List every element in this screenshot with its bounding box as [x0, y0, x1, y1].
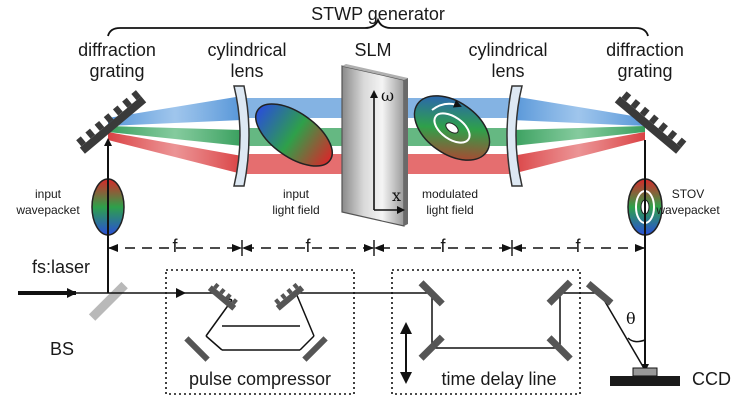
cyl-lens-left: [233, 85, 250, 187]
focal-label-1: f: [172, 236, 178, 256]
bs-label: BS: [50, 339, 74, 359]
theta-arc: [627, 337, 646, 343]
focal-dimension-arrows: [108, 244, 645, 252]
cyl-lens-right: [506, 85, 523, 187]
cyl-lens-right-label-line2: lens: [491, 61, 524, 81]
stwp-generator-bracket: [107, 17, 649, 37]
slm-label: SLM: [354, 40, 391, 60]
grating-right-label-line1: diffraction: [606, 40, 684, 60]
pulse-compressor-label: pulse compressor: [189, 369, 331, 389]
pulse-compressor-optics: [184, 282, 328, 362]
slm-axes: [370, 90, 405, 214]
cyl-lens-left-label-line1: cylindrical: [207, 40, 286, 60]
time-delay-mirrors: [418, 279, 614, 362]
ccd-label: CCD: [692, 369, 731, 389]
beam-splitter: [88, 281, 128, 321]
focal-label-4: f: [575, 236, 581, 256]
stwp-generator-title: STWP generator: [311, 4, 445, 24]
grating-left: [76, 90, 147, 154]
slm-axis-x: x: [392, 186, 401, 205]
cyl-lens-left-label-line2: lens: [230, 61, 263, 81]
delay-adjust-arrow: [400, 322, 412, 384]
grating-left-label-line2: grating: [89, 61, 144, 81]
slm-panel: [341, 64, 408, 227]
ccd-detector: [610, 367, 680, 386]
time-delay-line-box: [391, 269, 581, 395]
input-wavepacket-label-line2: wavepacket: [15, 203, 80, 217]
fs-laser-label: fs:laser: [32, 257, 90, 277]
main-beam-arrow: [176, 288, 186, 298]
input-light-field-ellipse: [255, 103, 333, 167]
stov-wavepacket-label-line2: wavepacket: [655, 203, 720, 217]
time-delay-line-label: time delay line: [441, 369, 556, 389]
focal-label-2: f: [305, 236, 311, 256]
modulated-light-field-label-line2: light field: [426, 203, 473, 217]
focal-label-3: f: [440, 236, 446, 256]
pulse-compressor-box: [165, 269, 355, 395]
slm-axis-omega: ω: [381, 86, 394, 105]
theta-label: θ: [626, 309, 636, 328]
input-light-field-label-line2: light field: [272, 203, 319, 217]
main-beam-path: [76, 292, 646, 371]
grating-right: [614, 91, 687, 154]
stov-wavepacket-label-line1: STOV: [672, 187, 704, 201]
input-light-field-label-line1: input: [283, 187, 310, 201]
modulated-light-field-ellipse: [413, 95, 491, 161]
cyl-lens-right-label-line1: cylindrical: [468, 40, 547, 60]
input-wavepacket-label-line1: input: [35, 187, 62, 201]
grating-right-label-line2: grating: [617, 61, 672, 81]
modulated-light-field-label-line1: modulated: [422, 187, 478, 201]
grating-left-label-line1: diffraction: [78, 40, 156, 60]
